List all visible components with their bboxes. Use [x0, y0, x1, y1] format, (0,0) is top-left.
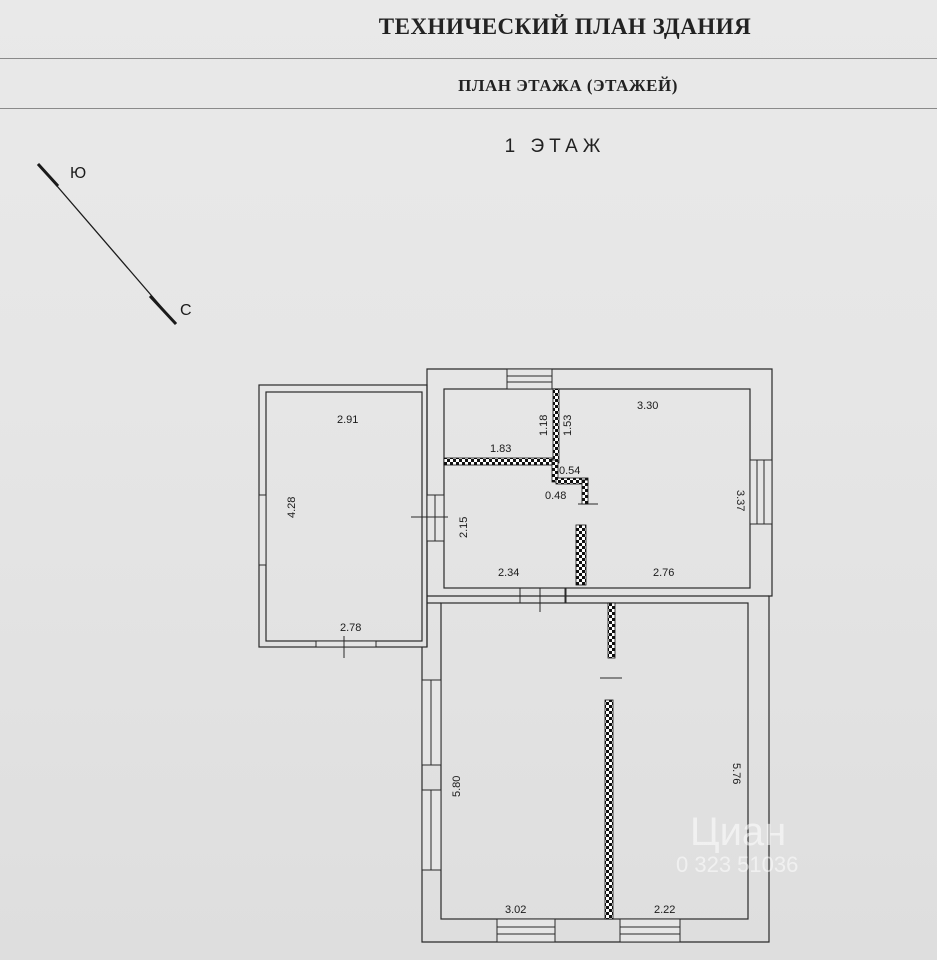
dim-lower-left-height: 5.80 [451, 776, 463, 797]
header-divider-top [0, 58, 937, 59]
partition-walls [443, 388, 616, 920]
header-divider-bottom [0, 108, 937, 109]
dim-left-room-top: 2.91 [337, 414, 358, 426]
dim-top-right-height: 3.37 [734, 490, 746, 511]
dim-lower-right-bottom: 2.22 [654, 904, 675, 916]
dim-left-room-bottom: 2.78 [340, 622, 361, 634]
compass-arrow: Ю С [36, 162, 192, 326]
windows [258, 368, 773, 943]
dim-step-a: 0.54 [559, 465, 580, 477]
dim-small-room-height-b: 1.53 [562, 415, 574, 436]
dim-lower-left-bottom: 3.02 [505, 904, 526, 916]
watermark: Циан 0 323 51036 [676, 810, 798, 877]
page-subtitle: ПЛАН ЭТАЖА (ЭТАЖЕЙ) [458, 76, 678, 95]
dim-small-room-width: 1.83 [490, 443, 511, 455]
page-title: ТЕХНИЧЕСКИЙ ПЛАН ЗДАНИЯ [378, 14, 752, 39]
watermark-text: Циан [690, 810, 786, 854]
floor-label: 1 ЭТАЖ [504, 136, 606, 157]
dim-small-room-height-a: 1.18 [538, 415, 550, 436]
dim-middle-bottom: 2.34 [498, 567, 519, 579]
compass-north-label: С [180, 302, 192, 319]
dim-middle-height: 2.15 [458, 517, 470, 538]
dim-right-bottom: 2.76 [653, 567, 674, 579]
dim-step-b: 0.48 [545, 490, 566, 502]
watermark-number: 0 323 51036 [676, 852, 798, 877]
compass-south-label: Ю [70, 165, 86, 182]
dim-left-room-side: 4.28 [286, 497, 298, 518]
dim-top-right-width: 3.30 [637, 400, 658, 412]
dimension-labels: 2.91 4.28 2.78 1.83 1.18 1.53 3.30 3.37 … [286, 400, 746, 916]
dim-lower-right-height: 5.76 [730, 763, 742, 784]
